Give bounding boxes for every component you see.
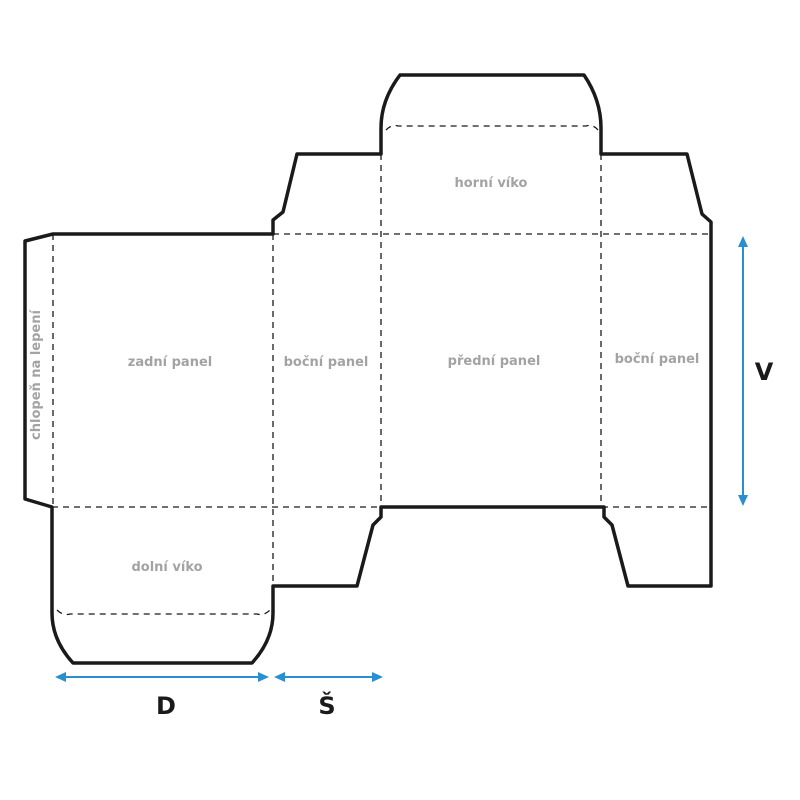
dimension-height-label: V	[755, 358, 774, 386]
dimension-width-label: Š	[318, 690, 335, 720]
fold-line-bottom-tuck	[56, 609, 271, 616]
label-top-lid: horní víko	[455, 176, 528, 191]
label-back-panel: zadní panel	[128, 355, 213, 370]
cut-outline	[23, 73, 713, 665]
dimension-width: Š	[274, 672, 383, 720]
dimension-length: D	[55, 672, 269, 720]
label-side-panel-right: boční panel	[615, 352, 700, 367]
label-bottom-lid: dolní víko	[131, 560, 202, 575]
label-glue-flap: chlopeň na lepení	[29, 309, 44, 440]
label-front-panel: přední panel	[448, 354, 541, 369]
dimension-length-label: D	[156, 692, 176, 720]
label-side-panel-left: boční panel	[284, 355, 369, 370]
fold-line-top-tuck	[385, 124, 599, 131]
dimension-height: V	[738, 236, 774, 506]
